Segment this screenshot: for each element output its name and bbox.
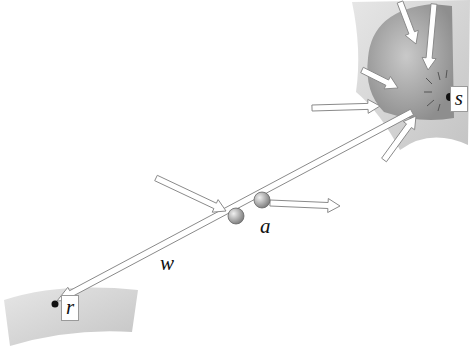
point-label: s (450, 86, 468, 112)
white-arrow (270, 199, 340, 213)
sphere (228, 208, 244, 224)
white-arrow (361, 67, 398, 89)
source-rays (424, 70, 447, 111)
white-arrow (382, 116, 416, 162)
white-arrow (312, 99, 380, 113)
white-arrow (57, 109, 414, 301)
white-arrow (397, 1, 418, 44)
white-arrow (155, 175, 226, 212)
receiver-point (52, 301, 59, 308)
white-arrow (422, 4, 437, 70)
point-label: a (258, 216, 273, 237)
point-label: r (61, 295, 79, 321)
sphere (254, 192, 270, 208)
receiver-surface (4, 288, 138, 346)
distance-label: w (158, 253, 176, 274)
arrows (57, 1, 437, 301)
